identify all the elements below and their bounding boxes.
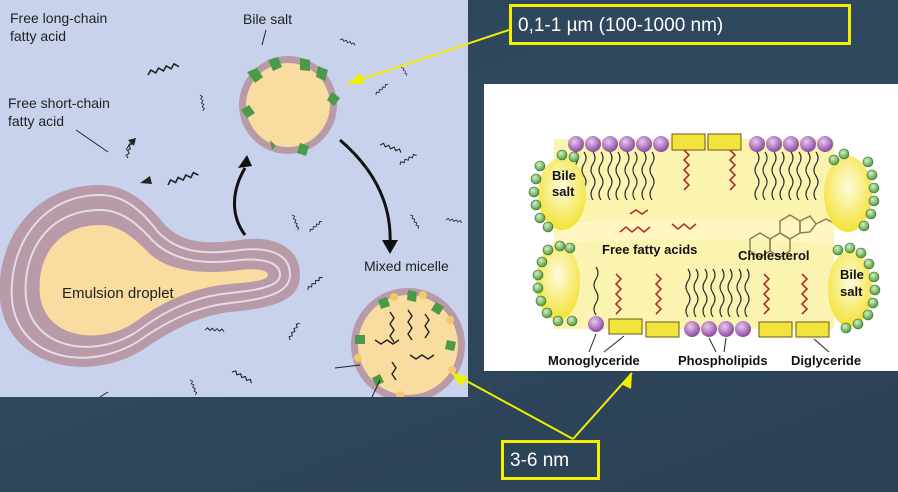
bile-salt-right-label-2: salt (840, 284, 863, 299)
emulsion-droplet-label: Emulsion droplet (62, 285, 175, 302)
monoglyceride-label: Monoglyceride (548, 353, 640, 368)
free-fatty-acid-chains (619, 209, 697, 234)
size-callout-large: 0,1-1 µm (100-1000 nm) (509, 4, 851, 45)
free-short-chain-label-1: Free short-chain (8, 95, 110, 111)
micelle-composition-diagram: Bile salt Bile salt Free fatty acids Cho… (528, 133, 881, 368)
mixed-micelle (334, 288, 465, 397)
glycerides-top (671, 133, 742, 191)
bile-salt-left-label-1: Bile (552, 168, 576, 183)
bile-salt-right: Bile salt (824, 148, 881, 334)
cholesterol-label: Cholesterol (738, 248, 810, 263)
bile-salt-right-label-1: Bile (840, 267, 864, 282)
phospholipids-label: Phospholipids (678, 353, 768, 368)
glycerides-bottom (608, 273, 830, 338)
micelle-composition-panel: Bile salt Bile salt Free fatty acids Cho… (484, 84, 898, 371)
mixed-micelle-label: Mixed micelle (364, 258, 449, 274)
bile-salt-left: Bile salt (528, 149, 586, 327)
free-long-chain-label-1: Free long-chain (10, 10, 107, 26)
emulsion-diagram: Free long-chain fatty acid Free short-ch… (0, 10, 465, 397)
arrow-head-small-left (452, 373, 468, 386)
phospholipids-bottom (588, 266, 751, 337)
free-long-chain-label-2: fatty acid (10, 28, 66, 44)
free-fatty-acids-label: Free fatty acids (602, 242, 697, 257)
phospholipids-top (568, 136, 833, 201)
diglyceride-label: Diglyceride (791, 353, 861, 368)
arrow-head-small-right (621, 373, 632, 389)
bile-salt-label: Bile salt (243, 11, 292, 27)
label-pointers (588, 333, 830, 353)
bile-salt-left-label-2: salt (552, 184, 575, 199)
free-short-chain-label-2: fatty acid (8, 113, 64, 129)
process-arrows (233, 138, 392, 246)
bile-salt-micelle (239, 56, 340, 156)
size-callout-small: 3-6 nm (501, 440, 600, 480)
emulsion-droplet: Emulsion droplet (0, 185, 300, 367)
arrow-head-large (347, 73, 364, 84)
cholesterol-structure (749, 214, 835, 258)
emulsion-diagram-panel: Free long-chain fatty acid Free short-ch… (0, 0, 468, 397)
